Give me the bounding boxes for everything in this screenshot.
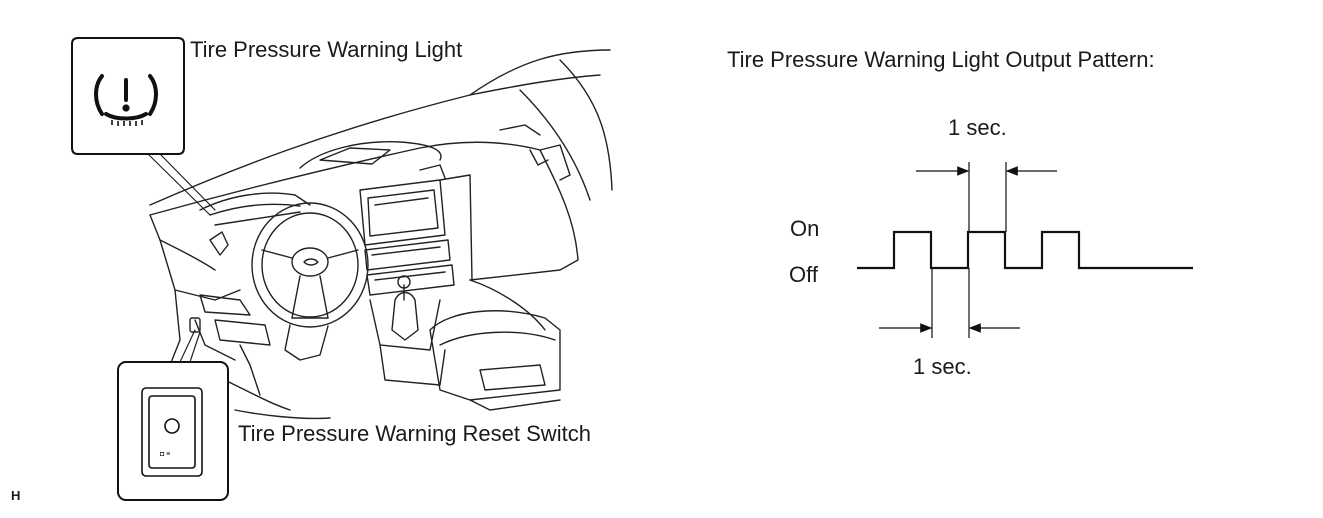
interval-top-label: 1 sec. [948,115,1007,140]
reset-switch-callout: ◘ ≡ [117,361,229,501]
pattern-title: Tire Pressure Warning Light Output Patte… [727,47,1155,72]
reset-switch-label: Tire Pressure Warning Reset Switch [238,421,591,446]
state-on-label: On [790,216,820,241]
state-off-label: Off [789,262,818,287]
reset-switch-icon [141,387,203,477]
warning-light-callout [71,37,185,155]
svg-text:◘ ≡: ◘ ≡ [160,451,170,458]
corner-mark: H [11,488,21,503]
tpms-warning-icon [94,74,158,121]
interval-bottom-label: 1 sec. [913,354,972,379]
warning-light-label: Tire Pressure Warning Light [190,37,463,62]
waveform-line [857,230,1193,270]
